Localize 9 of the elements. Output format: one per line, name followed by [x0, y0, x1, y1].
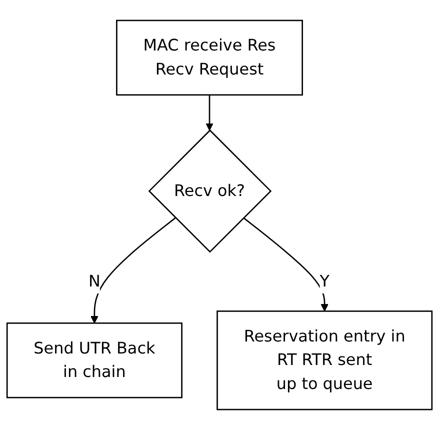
node-box: Send UTR Back in chain: [6, 322, 182, 398]
node-box: MAC receive Res Recv Request: [116, 20, 303, 96]
arrow: [206, 94, 214, 131]
edge-label: N: [88, 272, 100, 291]
node-box: Reservation entry in RT RTR sent up to queue: [216, 310, 433, 410]
arrow: [90, 217, 176, 324]
node-diamond: Recv ok?: [148, 129, 272, 253]
arrow: [243, 217, 328, 312]
edge-label: Y: [320, 272, 330, 291]
